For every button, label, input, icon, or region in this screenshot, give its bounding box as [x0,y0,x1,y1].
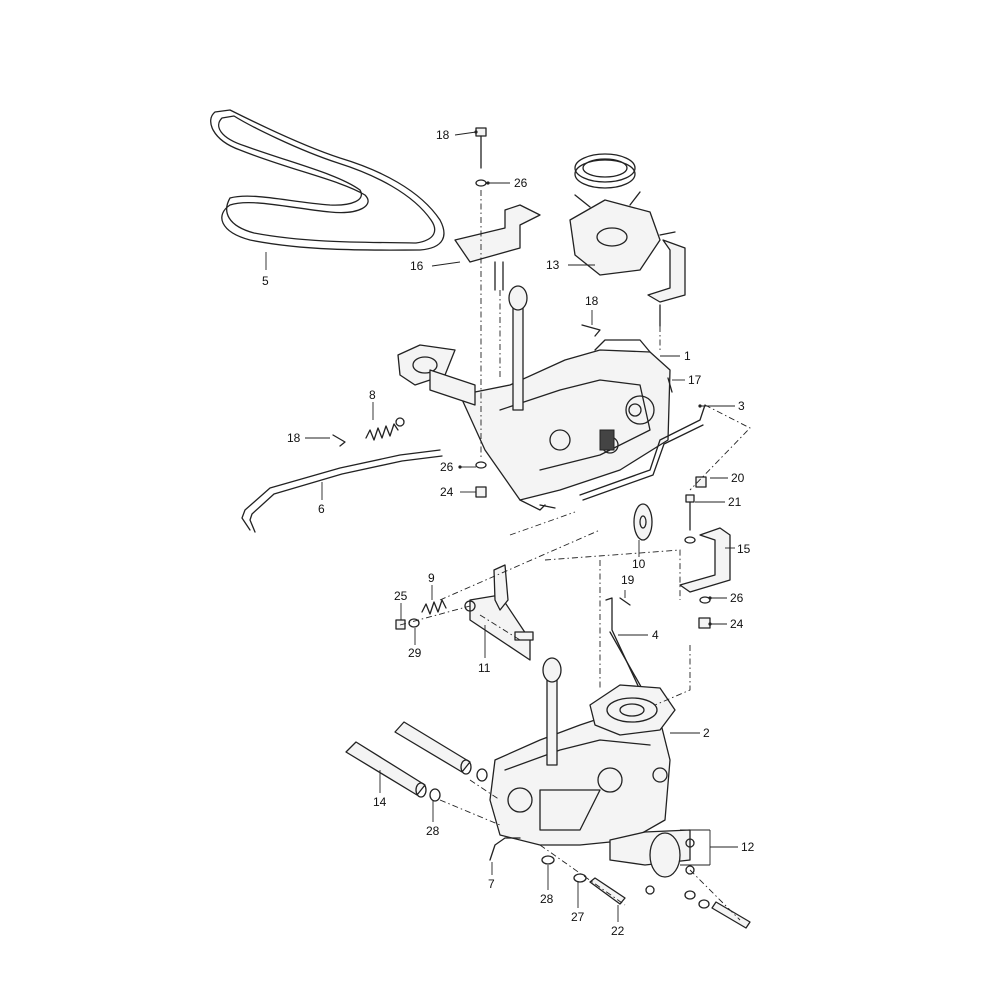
pulley-ring [574,153,636,189]
callout-18: 18 [287,431,301,445]
bracket-15 [679,527,731,593]
callout-13: 13 [546,258,560,272]
callout-5: 5 [262,274,269,288]
callout-11: 11 [478,661,491,675]
callout-20: 18 [436,128,450,142]
sprocket-10 [633,503,653,541]
rod-7 [489,837,521,861]
callout-27: 27 [571,910,585,924]
top-bolt [475,127,487,187]
cooling-fan [569,191,676,276]
cotter-pin-18-left [332,434,346,447]
nut-24-right [698,617,711,629]
bracket-top-right [647,239,686,327]
callout-17: 17 [688,373,702,387]
callout-15: 15 [737,542,751,556]
callout-9: 9 [428,571,435,585]
control-bracket-11 [464,564,534,661]
assembly-lines [399,190,751,921]
axle-tube-upper [394,721,472,775]
callout-10: 10 [632,557,646,571]
callout-4: 4 [652,628,659,642]
upper-transaxle [397,285,671,511]
callout-26: 26 [730,591,744,605]
callout-29: 29 [408,646,422,660]
callout-16: 16 [410,259,424,273]
washer-26-right [699,596,711,604]
link-rod-3 [579,404,706,501]
washer-upper-tube [476,768,488,782]
cotter-pin-18-top [581,324,601,337]
callout-28: 28 [426,824,440,838]
callout-28: 28 [540,892,554,906]
control-rod-6 [241,449,443,533]
callout-12: 12 [741,840,755,854]
cotter-pin-17 [667,377,673,393]
callout-26: 26 [514,176,528,190]
washer-26-upper [475,461,487,469]
callout-6: 6 [318,502,325,516]
cotter-pin-19 [619,597,631,606]
callout-22: 21 [728,495,742,509]
bolt-12-stack [684,890,751,929]
leader-dots [458,130,712,626]
washer-27 [573,873,587,883]
callout-18: 18 [585,294,599,308]
callout-3: 3 [738,399,745,413]
spring-8 [365,417,405,441]
axle-tube-lower [345,741,427,798]
callout-labels: 18 26 16 5 13 18 1 17 3 8 18 26 24 6 20 … [262,128,755,938]
callout-1: 1 [684,349,691,363]
callout-24: 24 [730,617,744,631]
callout-14: 14 [373,795,387,809]
leader-lines [265,131,738,922]
lower-transaxle [489,657,695,895]
callout-21: 20 [731,471,745,485]
bolt-23 [589,877,626,905]
callout-24: 24 [440,485,454,499]
bolt-22 [684,494,696,544]
callout-19: 19 [621,573,635,587]
bolt-21 [695,476,707,488]
spring-9 [421,599,447,615]
callout-7: 7 [488,877,495,891]
washer-28-left [429,788,441,802]
callout-2: 2 [703,726,710,740]
rod-4 [605,597,645,693]
callout-26: 26 [440,460,454,474]
drive-belt [210,109,445,251]
callout-23: 22 [611,924,625,938]
callout-8: 8 [369,388,376,402]
washer-28-bottom [541,855,555,865]
callout-25: 25 [394,589,408,603]
nut-24-upper [475,486,487,498]
mount-bracket-16 [454,204,541,291]
